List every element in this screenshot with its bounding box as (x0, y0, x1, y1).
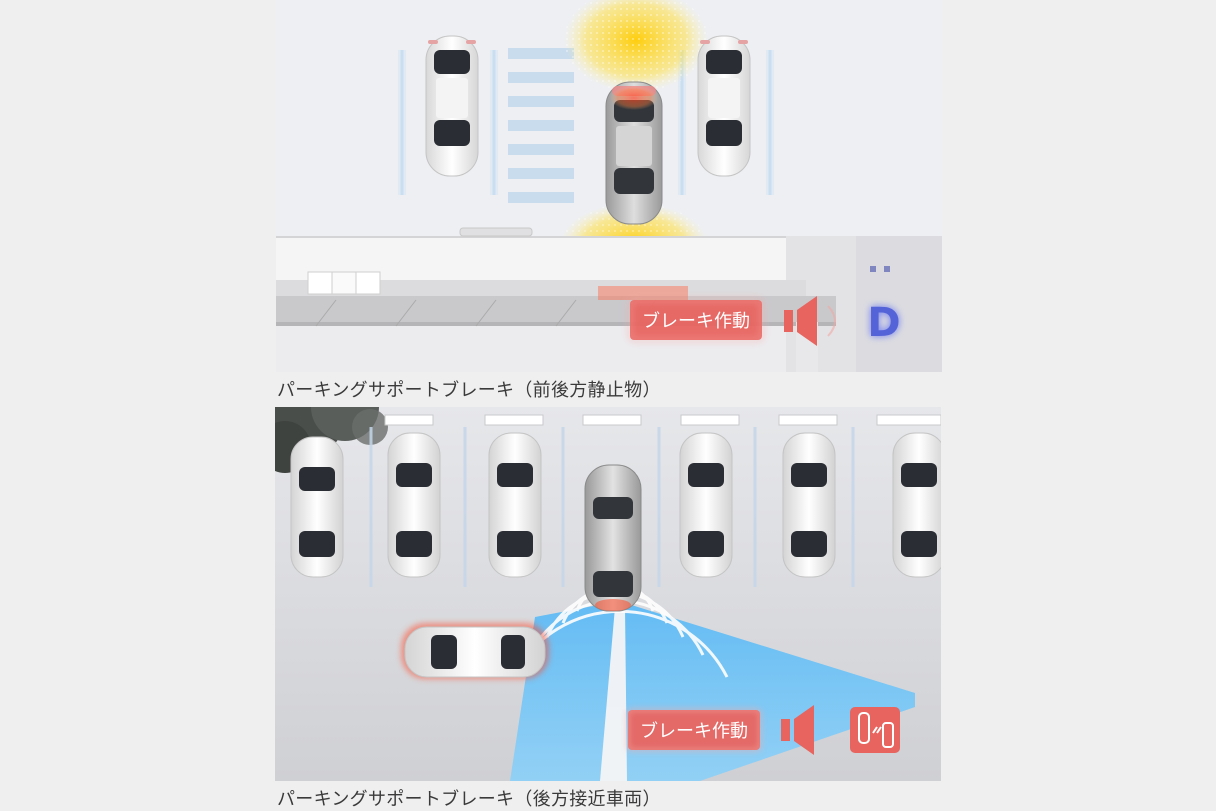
ego-car-silver (584, 464, 642, 612)
parking-lot-static-diagram: ブレーキ作動 D D (276, 0, 942, 372)
crosswalk (508, 48, 574, 203)
curb-stops (384, 414, 941, 426)
brake-activated-badge: ブレーキ作動 (627, 709, 761, 751)
brake-label: ブレーキ作動 (642, 310, 750, 332)
rear-cross-traffic-icon (850, 707, 900, 753)
approaching-car (401, 623, 549, 679)
parking-lot-rear-cross-traffic-diagram: ブレーキ作動 (275, 407, 941, 781)
shift-d-glow: D (867, 300, 900, 346)
brake-label: ブレーキ作動 (640, 720, 748, 742)
parked-car-left (425, 35, 479, 177)
speaker-icon (781, 705, 814, 755)
slot-lines (369, 427, 855, 587)
parked-cars-row (290, 432, 941, 578)
caption-front-rear-static: パーキングサポートブレーキ（前後方静止物） (277, 380, 661, 401)
speaker-icon (784, 296, 836, 346)
caption-rear-cross-traffic: パーキングサポートブレーキ（後方接近車両） (277, 789, 661, 810)
scene-front-rear-static-illustration: ブレーキ作動 D D (276, 0, 942, 372)
scene-rear-cross-traffic-illustration: ブレーキ作動 (275, 407, 941, 781)
brake-activated-badge: ブレーキ作動 (629, 299, 763, 341)
shift-d-text: D (867, 300, 900, 346)
shift-d-icon: D D (867, 266, 901, 346)
parked-car-right (697, 35, 751, 177)
